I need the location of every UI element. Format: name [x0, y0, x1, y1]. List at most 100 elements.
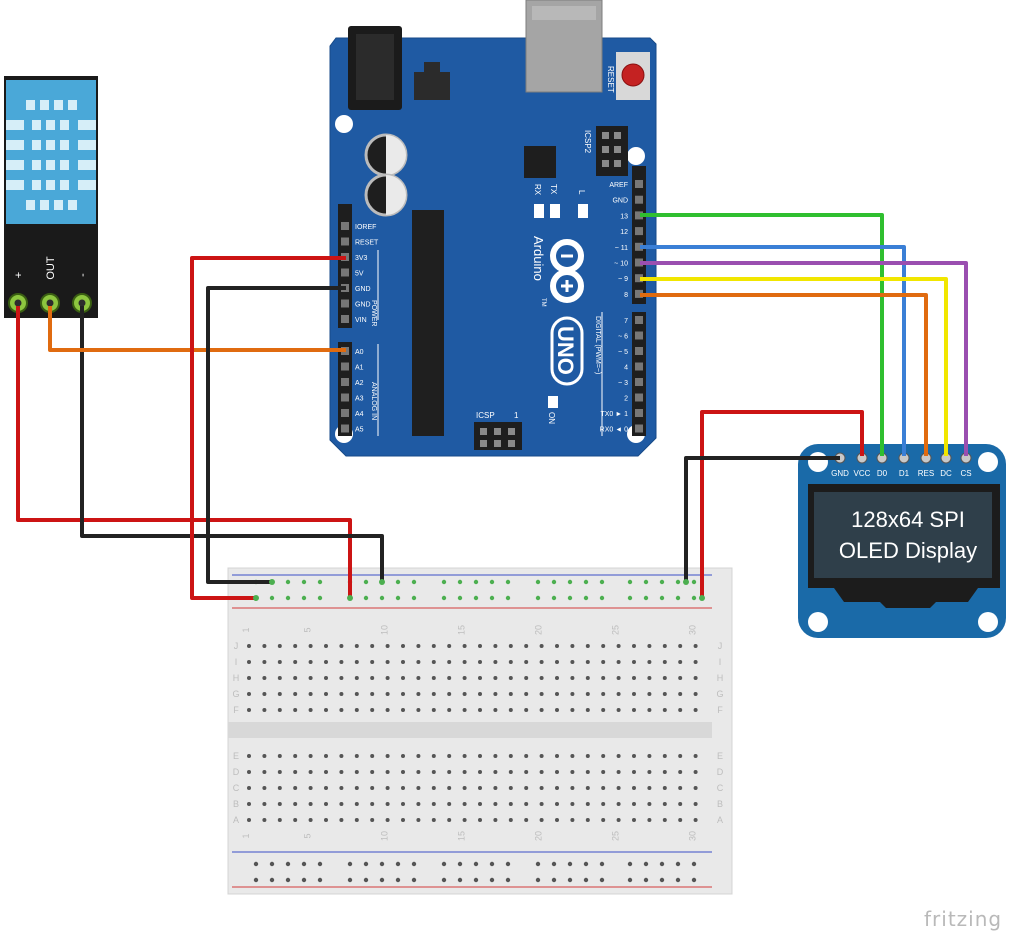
wire-sensor-data[interactable]: [48, 306, 346, 352]
terminal-hole: [601, 644, 606, 648]
rail-hole: [347, 877, 353, 883]
digital-pin[interactable]: [635, 242, 643, 251]
icsp2-pin: [602, 132, 609, 139]
power-pin[interactable]: [341, 222, 349, 230]
digital-pin[interactable]: [635, 316, 643, 324]
digital-pin[interactable]: [635, 289, 643, 298]
digital-pin[interactable]: [635, 180, 643, 188]
rail-hole: [691, 877, 697, 883]
wire-oled-gnd[interactable]: [684, 456, 840, 582]
power-pin[interactable]: [341, 315, 349, 323]
digital-pin[interactable]: [635, 393, 643, 402]
terminal-hole: [447, 644, 452, 648]
digital-pin[interactable]: [635, 347, 643, 355]
rail-hole: [301, 877, 307, 883]
rail-hole: [473, 877, 479, 883]
grille-slot: [46, 140, 55, 150]
wire-sensor-gnd[interactable]: [80, 306, 384, 582]
terminal-hole: [493, 676, 498, 680]
terminal-hole: [616, 660, 621, 664]
digital-pin[interactable]: [635, 274, 643, 283]
wire-sensor-vcc[interactable]: [16, 306, 352, 598]
rail-hole: [551, 861, 557, 867]
terminal-hole: [293, 644, 298, 648]
terminal-hole: [401, 786, 405, 790]
icsp2-pin: [614, 146, 621, 153]
terminal-hole: [616, 802, 621, 806]
rail-hole: [473, 579, 479, 585]
power-pin[interactable]: [341, 237, 349, 246]
rail-hole: [627, 877, 633, 883]
power-pin[interactable]: [341, 299, 349, 308]
terminal-hole: [462, 692, 467, 696]
terminal-hole: [370, 754, 375, 758]
rail-hole: [627, 579, 633, 585]
rail-hole: [675, 877, 681, 883]
grille-slot: [78, 140, 96, 150]
rail-hole: [285, 579, 291, 585]
rail-hole: [675, 579, 681, 585]
terminal-hole: [354, 660, 359, 664]
terminal-hole: [616, 818, 621, 822]
wire-arduino-gnd[interactable]: [206, 286, 346, 584]
row-letter: B: [233, 799, 239, 809]
digital-pin[interactable]: [635, 424, 643, 433]
digital-pin[interactable]: [635, 409, 643, 417]
row-letter: A: [717, 815, 723, 825]
rail-hole: [489, 579, 495, 585]
analog-pin[interactable]: [341, 409, 349, 417]
terminal-hole: [447, 692, 452, 696]
analog-pin[interactable]: [341, 393, 349, 402]
digital-pin[interactable]: [635, 362, 643, 371]
terminal-hole: [647, 692, 652, 696]
wire-d8-to-res[interactable]: [640, 293, 928, 456]
wire-d10-to-cs[interactable]: [640, 261, 968, 456]
mounting-hole: [335, 115, 353, 133]
terminal-hole: [693, 754, 698, 758]
digital-pin[interactable]: [635, 211, 643, 220]
terminal-hole: [277, 802, 282, 806]
terminal-hole: [585, 802, 590, 806]
terminal-hole: [555, 708, 559, 712]
icsp2-label: ICSP2: [583, 130, 592, 154]
terminal-hole: [601, 786, 606, 790]
grille-slot: [40, 200, 49, 210]
rail-hole: [269, 877, 275, 883]
on-label: ON: [547, 412, 556, 424]
digital-pin[interactable]: [635, 378, 643, 386]
terminal-hole: [277, 770, 282, 774]
wire-d11-to-d1[interactable]: [640, 245, 906, 456]
oled-pin-label: VCC: [854, 469, 871, 478]
rail-hole: [411, 861, 417, 867]
digital-pin[interactable]: [635, 195, 643, 204]
terminal-hole: [385, 818, 390, 822]
wire-d13-to-d0[interactable]: [640, 213, 884, 456]
terminal-hole: [385, 708, 390, 712]
rail-hole: [411, 579, 417, 585]
terminal-hole: [555, 644, 559, 648]
dht-sensor: + OUT -: [4, 76, 98, 318]
terminal-hole: [508, 802, 513, 806]
digital-pin[interactable]: [635, 258, 643, 267]
terminal-hole: [416, 708, 421, 712]
icsp-pin: [494, 428, 501, 435]
analog-pin[interactable]: [341, 424, 349, 433]
wire-oled-vcc[interactable]: [700, 410, 864, 598]
reset-button[interactable]: [621, 63, 645, 87]
rail-hole: [317, 579, 323, 585]
terminal-hole: [493, 786, 498, 790]
power-pin[interactable]: [341, 268, 349, 277]
terminal-hole: [570, 676, 575, 680]
digital-pin-label: ~ 3: [618, 380, 628, 387]
digital-pin[interactable]: [635, 227, 643, 236]
terminal-hole: [693, 692, 698, 696]
analog-pin[interactable]: [341, 378, 349, 386]
grille-slot: [26, 200, 35, 210]
wire-arduino-3v3[interactable]: [190, 256, 346, 600]
terminal-hole: [262, 644, 267, 648]
wire-d9-to-dc[interactable]: [640, 277, 948, 456]
digital-pin[interactable]: [635, 331, 643, 340]
oled-pin-label: D0: [877, 469, 888, 478]
analog-pin[interactable]: [341, 362, 349, 371]
terminal-hole: [524, 676, 529, 680]
